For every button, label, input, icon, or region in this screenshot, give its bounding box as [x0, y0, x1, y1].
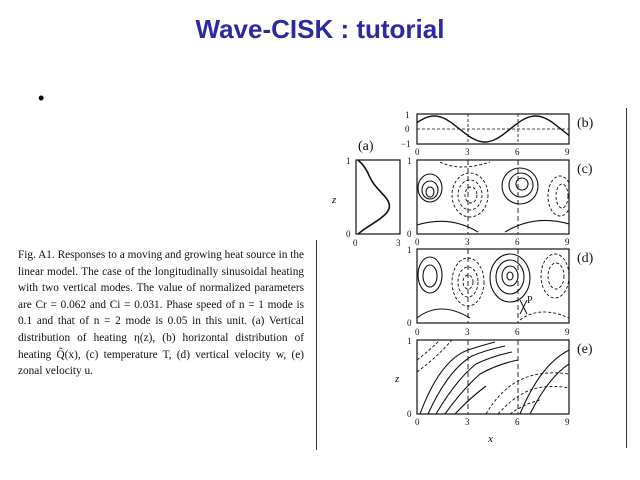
xtick-c-3: 3: [465, 237, 470, 247]
panel-d-annotation: P: [527, 295, 533, 306]
divider-right: [626, 108, 627, 448]
panel-b: (b) 1 0 −1: [401, 110, 594, 149]
x-ticks: 0 3 6 9 0 3 6 9 0 3 6 9 0 3 6 9: [415, 147, 570, 427]
panel-a-ytick-1: 1: [346, 156, 351, 166]
panel-e-label: (e): [577, 342, 593, 357]
panel-d-ytick-1: 1: [407, 245, 412, 255]
panel-a-ytick-0: 0: [346, 229, 351, 239]
panel-b-ytick-0: 0: [405, 124, 410, 134]
panel-b-ytick-m1: −1: [401, 139, 411, 149]
xtick-b-9: 9: [565, 147, 570, 157]
panel-e-ytick-1: 1: [407, 336, 412, 346]
bullet-point: •: [38, 88, 45, 108]
panel-c: (c) 1 0: [407, 156, 593, 239]
xtick-c-9: 9: [565, 237, 570, 247]
xtick-d-3: 3: [465, 327, 470, 337]
panel-a-xtick-3: 3: [396, 238, 401, 248]
xtick-b-3: 3: [465, 147, 470, 157]
xtick-e-0: 0: [415, 417, 420, 427]
panel-a-ylabel: z: [331, 194, 337, 206]
figure-caption: Fig. A1. Responses to a moving and growi…: [18, 247, 304, 380]
panel-d-ytick-0: 0: [407, 318, 412, 328]
panel-e: (e) z x 1 0: [394, 336, 593, 445]
panel-c-ytick-1: 1: [407, 156, 412, 166]
xtick-b-6: 6: [515, 147, 520, 157]
xtick-d-9: 9: [565, 327, 570, 337]
xtick-e-3: 3: [465, 417, 470, 427]
xtick-e-9: 9: [565, 417, 570, 427]
panel-c-ytick-0: 0: [407, 229, 412, 239]
slide-title: Wave-CISK : tutorial: [195, 14, 445, 44]
xtick-d-0: 0: [415, 327, 420, 337]
panel-e-xlabel: x: [487, 433, 493, 445]
xtick-b-0: 0: [415, 147, 420, 157]
caption-text: Fig. A1. Responses to a moving and growi…: [18, 249, 304, 378]
panel-c-label: (c): [577, 162, 593, 177]
panel-b-label: (b): [577, 116, 594, 131]
panel-d: P (d) 1 0: [407, 245, 594, 328]
panel-b-ytick-1: 1: [405, 110, 410, 120]
panel-a-label: (a): [358, 139, 374, 154]
divider-left: [316, 240, 317, 450]
panel-e-ylabel: z: [394, 373, 400, 385]
xtick-d-6: 6: [515, 327, 520, 337]
panel-a-xtick-0: 0: [353, 238, 358, 248]
xtick-c-0: 0: [415, 237, 420, 247]
xtick-e-6: 6: [515, 417, 520, 427]
xtick-c-6: 6: [515, 237, 520, 247]
panel-a: (a) z 1 0 0 3: [331, 139, 401, 248]
panel-d-label: (d): [577, 251, 594, 266]
panel-e-ytick-0: 0: [407, 409, 412, 419]
